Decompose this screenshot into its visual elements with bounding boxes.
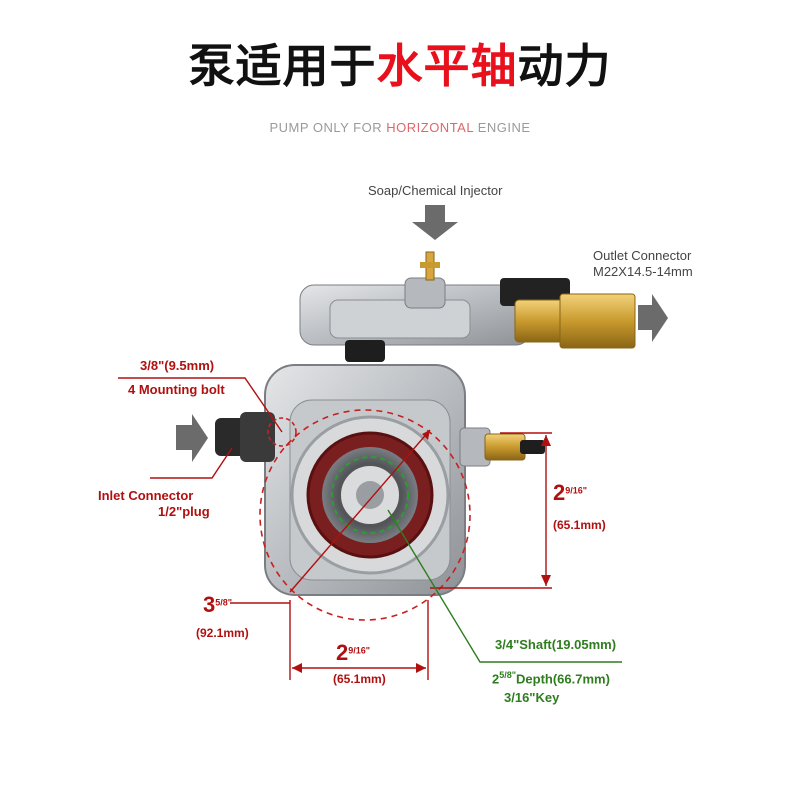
width-whole: 2 — [336, 640, 349, 665]
shaft-leader-line — [387, 509, 622, 663]
width-mm-label: (65.1mm) — [333, 672, 386, 686]
width-fraction: 9/16" — [348, 645, 371, 656]
depth-text: Depth(66.7mm) — [516, 671, 610, 687]
height-dimension-label: 29/16" — [553, 480, 587, 506]
subtitle-part-2: HORIZONTAL — [386, 120, 474, 135]
pump-body — [264, 364, 466, 596]
inlet-plug-label: 1/2"plug — [158, 504, 210, 519]
outlet-connector-label: Outlet Connector — [593, 248, 692, 263]
side-fitting — [459, 427, 545, 467]
height-whole: 2 — [553, 480, 566, 505]
key-label: 3/16"Key — [504, 690, 560, 705]
depth-fraction: 5/8" — [499, 670, 517, 680]
page-subtitle: PUMP ONLY FOR HORIZONTAL ENGINE — [0, 120, 800, 135]
soap-injector-label: Soap/Chemical Injector — [368, 183, 503, 198]
height-fraction: 9/16" — [565, 485, 588, 496]
height-mm-label: (65.1mm) — [553, 518, 606, 532]
subtitle-part-3: ENGINE — [473, 120, 531, 135]
title-part-2: 水平轴 — [376, 39, 518, 93]
dimension-arrowheads — [292, 430, 551, 673]
width-dimension-label: 29/16" — [336, 640, 370, 666]
diagonal-fraction: 5/8" — [215, 597, 233, 608]
bolt-hole-marker — [267, 417, 297, 447]
bolt-size-label: 3/8"(9.5mm) — [140, 358, 215, 373]
shaft-circle-dashed — [331, 456, 409, 534]
bolt-circle-dashed — [259, 409, 471, 621]
title-part-1: 泵适用于 — [188, 39, 377, 93]
dimension-lines — [118, 377, 552, 680]
shaft-label: 3/4"Shaft(19.05mm) — [495, 637, 617, 652]
title-part-3: 动力 — [517, 39, 612, 93]
diagonal-mm-label: (92.1mm) — [196, 626, 249, 640]
arrow-right-outlet-icon — [638, 294, 668, 342]
diagonal-dimension-label: 35/8" — [203, 592, 232, 618]
bolt-count-label: 4 Mounting bolt — [128, 382, 225, 397]
depth-label: 25/8"Depth(66.7mm) — [492, 670, 610, 686]
pump-manifold — [299, 251, 636, 362]
diagonal-whole: 3 — [203, 592, 216, 617]
subtitle-part-1: PUMP ONLY FOR — [269, 120, 387, 135]
page-title: 泵适用于水平轴动力 — [0, 30, 800, 96]
inlet-connector — [215, 412, 275, 462]
arrow-right-inlet-icon — [176, 414, 208, 462]
outlet-thread-label: M22X14.5-14mm — [593, 264, 693, 279]
depth-whole: 2 — [492, 671, 500, 687]
arrow-down-icon — [412, 205, 458, 240]
inlet-connector-label: Inlet Connector — [98, 488, 194, 503]
